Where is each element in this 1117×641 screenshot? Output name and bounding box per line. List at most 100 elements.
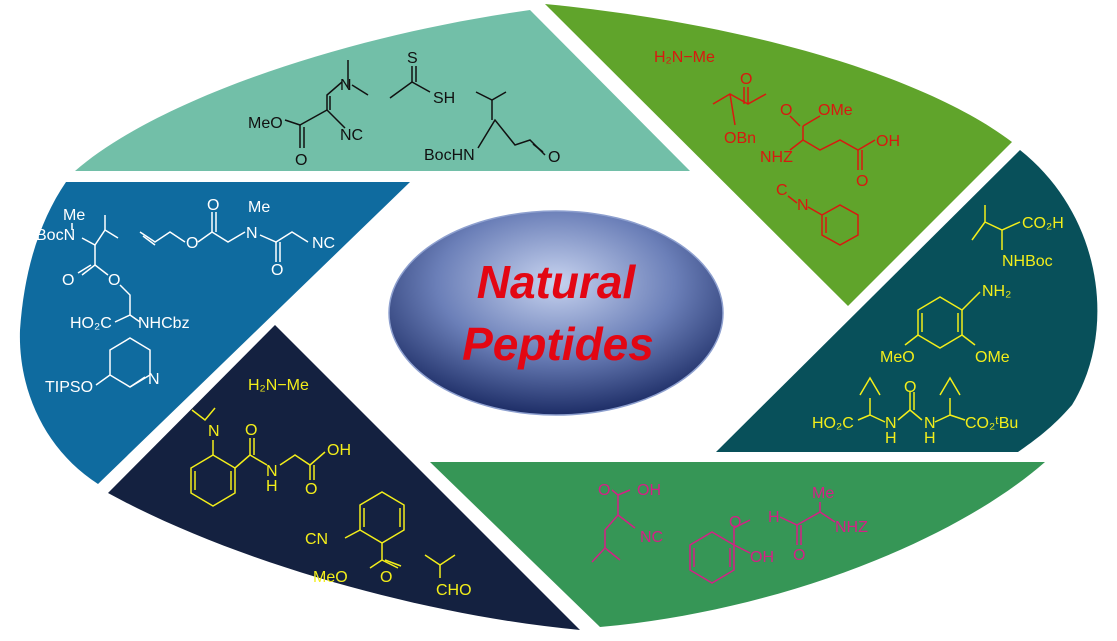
green-bottom-structures: O OH NC O OH Me H O NHZ: [591, 482, 868, 584]
bond: [191, 407, 216, 422]
label: OBn: [724, 130, 756, 147]
title-line-1: Natural: [477, 256, 637, 308]
label: Me: [248, 199, 270, 216]
label: N: [797, 197, 809, 214]
ring: [689, 531, 735, 584]
label: MeO: [880, 349, 915, 366]
label: MeO: [248, 115, 283, 132]
bond: [114, 314, 131, 323]
label: O: [305, 481, 317, 498]
bond: [807, 206, 823, 216]
bond: [729, 93, 736, 126]
bond: [351, 84, 369, 96]
label: NC: [312, 235, 335, 252]
label: H₂N−Me: [248, 377, 309, 394]
label: H: [885, 430, 897, 447]
label: C: [776, 182, 788, 199]
label: O: [295, 152, 307, 169]
label: H: [266, 478, 278, 495]
bond: [869, 414, 886, 423]
bond: [326, 81, 343, 110]
bond: [381, 559, 399, 569]
label: O: [271, 262, 283, 279]
bond: [95, 374, 111, 386]
label: OH: [750, 549, 774, 566]
bond: [802, 115, 821, 127]
label: N: [885, 415, 897, 432]
label: CN: [305, 531, 328, 548]
segment-navy: [108, 325, 580, 630]
label: HO₂C: [70, 315, 112, 332]
bond: [819, 502, 836, 523]
label: Me: [812, 485, 834, 502]
blue-structures: Me BocN O O HO₂C NHCbz O O N Me O NC TIP…: [36, 197, 335, 396]
dark-teal-structures: CO₂H NHBoc NH₂ MeO OMe O HO₂C N H N H CO…: [812, 205, 1064, 447]
bond: [139, 231, 186, 243]
label: OMe: [975, 349, 1010, 366]
bond: [939, 376, 961, 396]
segment-blue: [19, 182, 411, 484]
bond: [81, 228, 119, 246]
label: N: [246, 225, 258, 242]
bond: [259, 231, 309, 243]
label: CHO: [436, 582, 472, 599]
label: N: [208, 423, 220, 440]
label: HO₂C: [812, 415, 854, 432]
bond: [129, 314, 141, 323]
bond: [326, 109, 346, 129]
label: SH: [433, 90, 455, 107]
label: N: [340, 77, 352, 94]
label: OH: [876, 133, 900, 150]
bond: [344, 529, 361, 539]
bond: [789, 115, 801, 127]
ring: [821, 204, 859, 246]
label: Me: [63, 207, 85, 224]
segment-green-bottom: [430, 462, 1045, 627]
bond: [733, 544, 751, 554]
label: O: [780, 102, 792, 119]
bond: [129, 376, 146, 388]
bond: [787, 195, 798, 204]
bond: [284, 119, 301, 126]
label: O: [380, 569, 392, 586]
label: H₂N−Me: [654, 49, 715, 66]
bond: [617, 514, 636, 529]
label: O: [729, 514, 741, 531]
bond: [904, 334, 919, 346]
label: BocN: [36, 227, 75, 244]
label: NHZ: [760, 149, 793, 166]
label: NC: [340, 127, 363, 144]
navy-structures: H₂N−Me N O N H OH O CN MeO O CHO: [190, 377, 472, 599]
bond: [789, 139, 804, 151]
label: N: [924, 415, 936, 432]
bond: [299, 109, 328, 126]
bond: [733, 519, 751, 545]
label: H: [768, 509, 780, 526]
label: O: [598, 482, 610, 499]
bond: [94, 264, 109, 276]
label: O: [793, 547, 805, 564]
bond: [249, 454, 268, 466]
label: MeO: [313, 569, 348, 586]
bond: [197, 231, 246, 243]
label: O: [62, 272, 74, 289]
bond: [961, 334, 976, 346]
label: O: [856, 173, 868, 190]
bond: [949, 414, 966, 421]
label: H: [924, 430, 936, 447]
label: O: [207, 197, 219, 214]
label: NHZ: [835, 519, 868, 536]
label: O: [904, 379, 916, 396]
label: O: [548, 149, 560, 166]
bond: [77, 264, 92, 274]
label: O: [245, 422, 257, 439]
bond: [802, 126, 876, 151]
label: BocHN: [424, 147, 475, 164]
label: NHCbz: [138, 315, 190, 332]
bond: [279, 451, 326, 466]
label: N: [266, 463, 278, 480]
bond: [591, 495, 619, 563]
label: OH: [327, 442, 351, 459]
